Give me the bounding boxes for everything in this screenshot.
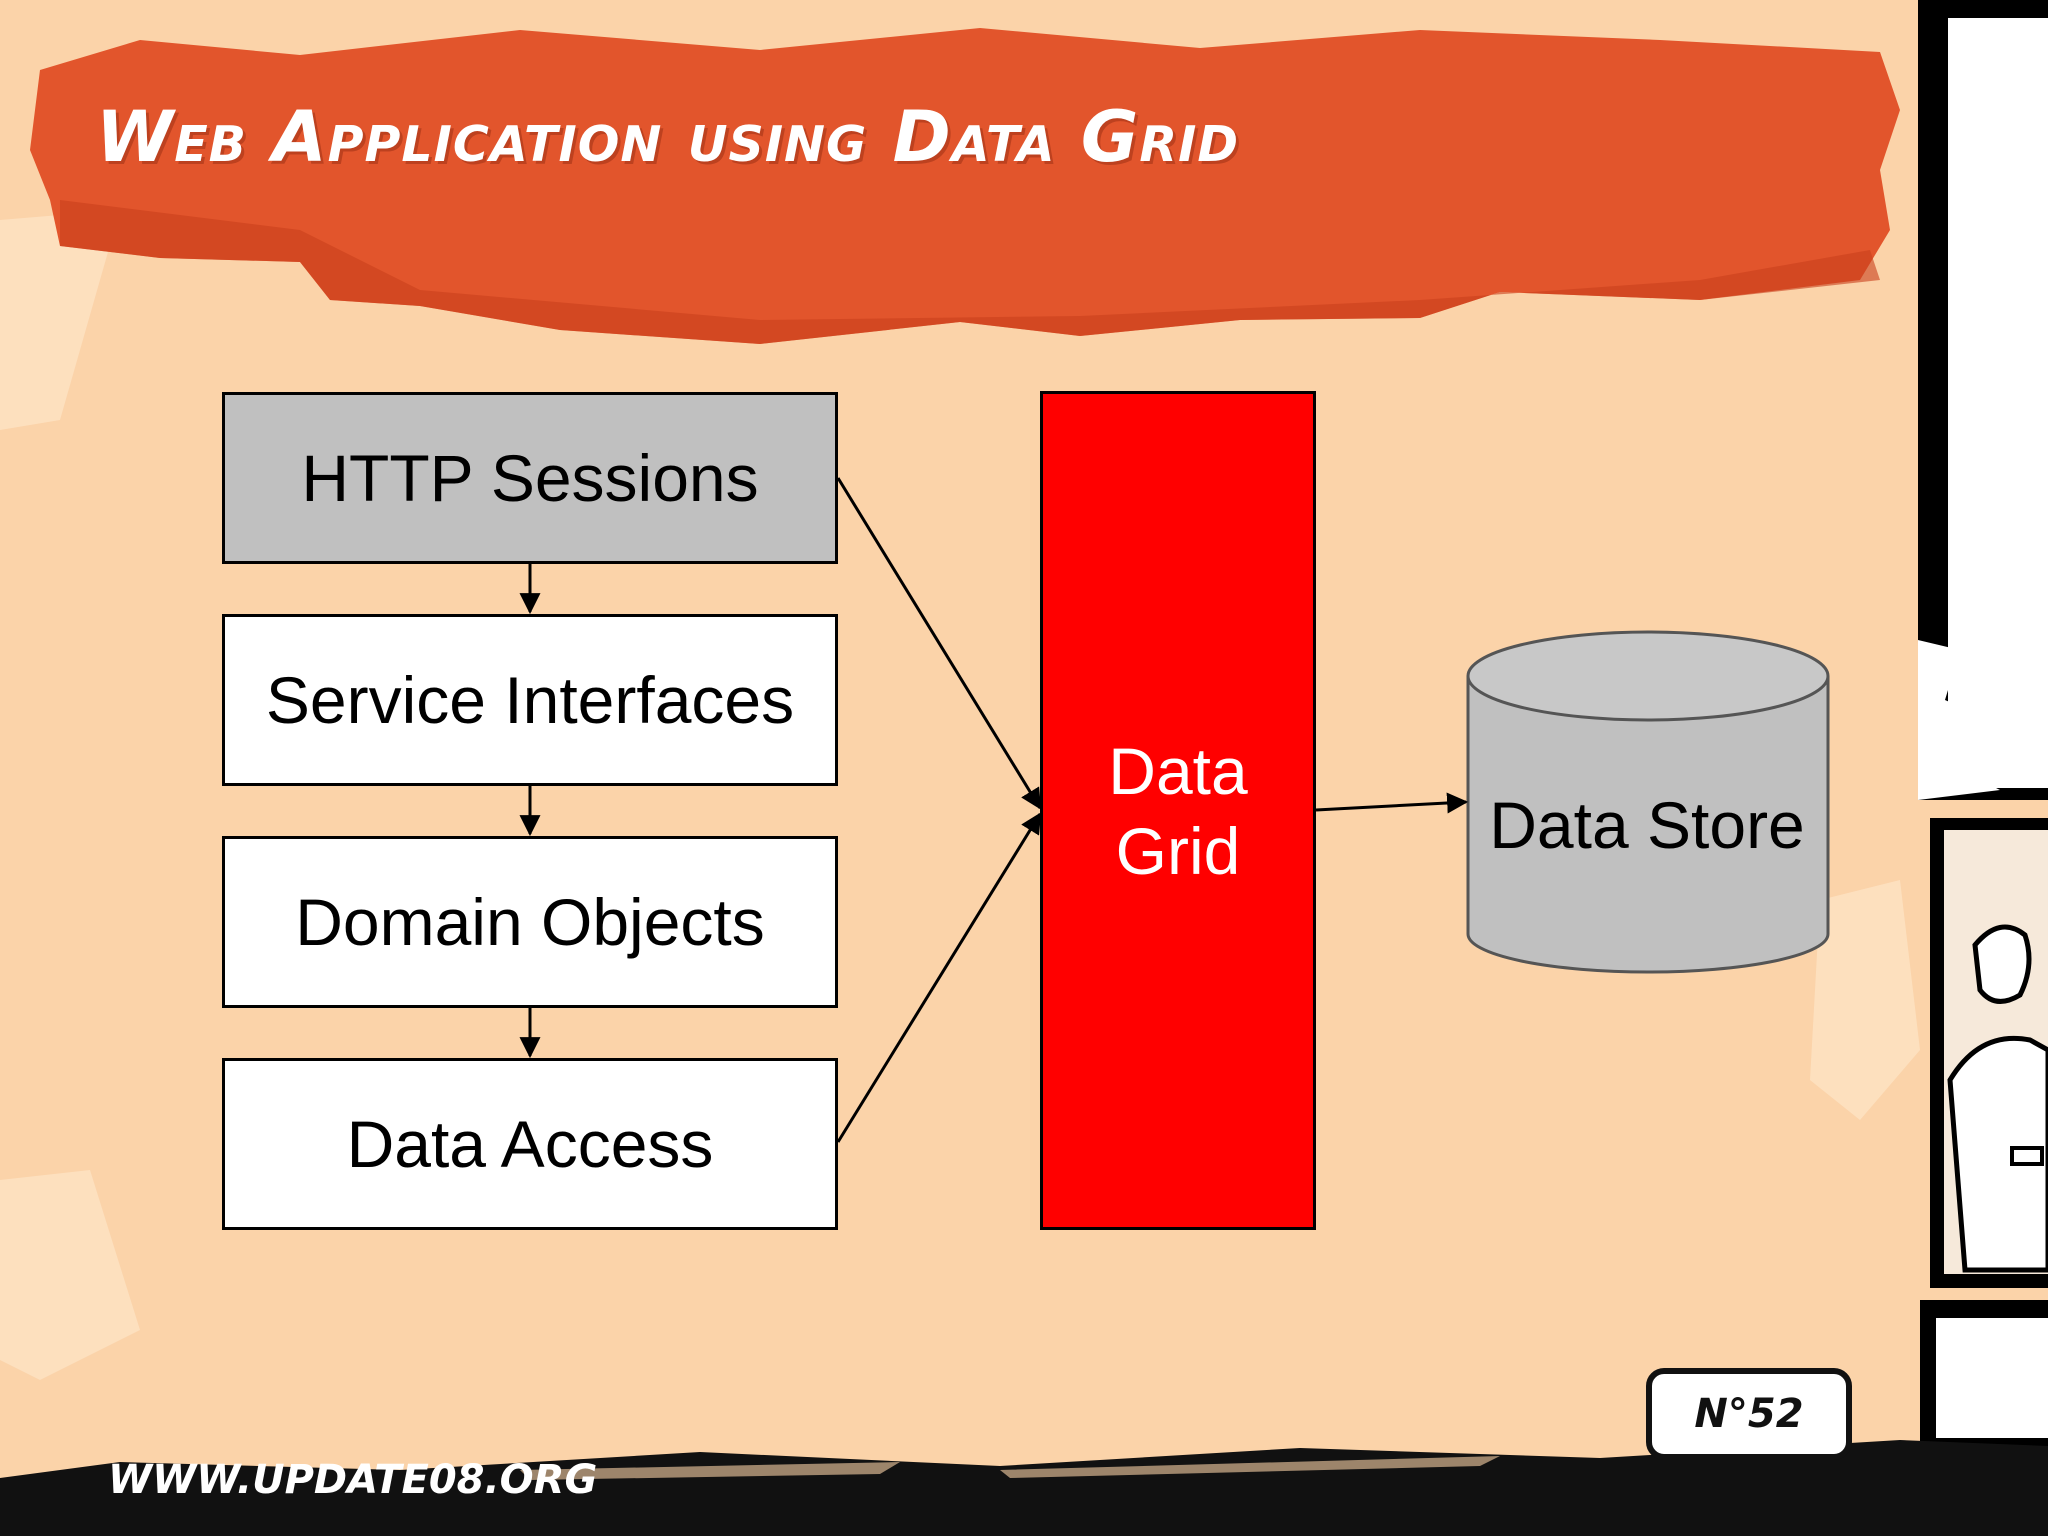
cartoon-figure-icon <box>1947 924 2048 1273</box>
footer-strip-streaks <box>520 1456 1500 1480</box>
title-banner <box>30 28 1900 344</box>
comic-panel-smudge <box>1918 640 2000 800</box>
comic-panel-bottom-inner <box>1936 1318 2048 1438</box>
data-grid-label-line2: Grid <box>1115 813 1241 888</box>
data-store-label: Data Store <box>1489 788 1805 862</box>
layer-http-sessions: HTTP Sessions <box>222 392 838 564</box>
comic-panel-top-inner <box>1948 18 2048 788</box>
layer-data-access: Data Access <box>222 1058 838 1230</box>
footer-strip <box>0 1440 2048 1536</box>
page-number-badge: N°52 <box>1694 1391 1804 1437</box>
data-grid-label-line1: Data <box>1108 733 1248 808</box>
layer-service-interfaces: Service Interfaces <box>222 614 838 786</box>
footer-url: WWW.UPDATE08.ORG <box>108 1457 598 1503</box>
layer-domain-objects: Domain Objects <box>222 836 838 1008</box>
slide-title: Web Application using Data Grid <box>96 96 1239 178</box>
speech-bubble-icon: N°52 <box>1646 1368 1852 1460</box>
data-grid-box: Data Grid <box>1040 391 1316 1230</box>
title-banner-shade <box>60 200 1880 344</box>
